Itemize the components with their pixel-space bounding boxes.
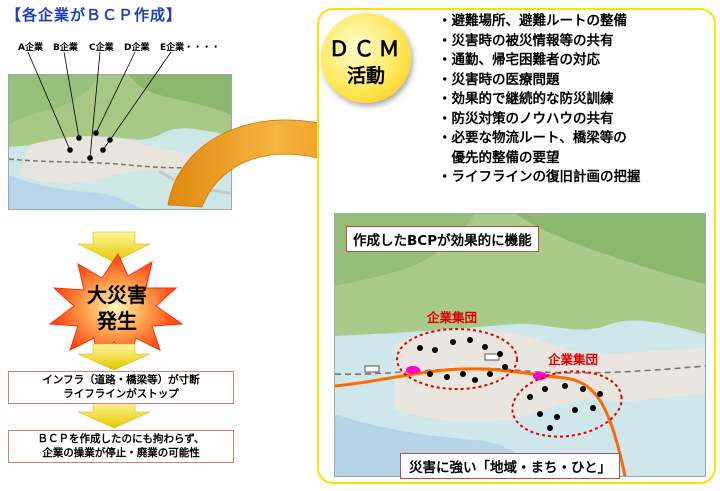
- junction-node: [533, 372, 547, 380]
- company-cluster-2: [511, 370, 623, 438]
- bottom-caption: 災害に強い「地域・まち・ひと」: [400, 453, 621, 479]
- infrastructure-damage-line2: ライフラインがストップ: [63, 388, 179, 400]
- business-stop-line1: ＢＣＰを作成したのにも拘わらず、: [37, 433, 205, 445]
- company-label-e: E企業・・・・: [160, 43, 221, 53]
- dcm-activity-item: ・ライフラインの復旧計画の把握: [438, 169, 641, 185]
- dcm-activity-item: ・災害時の医療問題: [438, 71, 560, 88]
- dcm-activity-item: ・通勤、帰宅困難者の対応: [438, 52, 600, 68]
- company-dot: [107, 137, 113, 143]
- right-map-illustration: [335, 214, 705, 476]
- right-map: [334, 213, 706, 477]
- disaster-text-line1: 大災害: [87, 283, 147, 307]
- down-arrow-3: [77, 401, 151, 429]
- dcm-activity-item: 優先的整備の要望: [438, 149, 560, 166]
- business-stop-line2: 企業の操業が停止・廃業の可能性: [42, 447, 200, 459]
- business-stop-box: ＢＣＰを作成したのにも拘わらず、 企業の操業が停止・廃業の可能性: [8, 430, 234, 463]
- dcm-badge: [321, 13, 411, 103]
- dcm-badge-title: ＤＣＭ: [328, 37, 404, 61]
- company-dot: [67, 147, 73, 153]
- down-arrow-1: [77, 231, 151, 263]
- company-label-d: D企業: [124, 43, 150, 53]
- dcm-activity-item: ・効果的で継続的な防災訓練: [438, 91, 614, 107]
- explosion-burst: [48, 252, 184, 364]
- junction-node: [406, 366, 420, 374]
- dcm-activity-item: ・防災対策のノウハウの共有: [438, 110, 614, 127]
- down-arrow-2: [77, 343, 151, 371]
- company-leader-lines: [27, 51, 172, 161]
- company-label-a: A企業: [18, 43, 43, 53]
- dcm-activity-item: ・災害時の被災情報等の共有: [438, 32, 614, 49]
- left-map-illustration: [9, 75, 231, 209]
- company-label-b: B企業: [53, 43, 78, 53]
- left-title: 【各企業がＢＣＰ作成】: [6, 6, 183, 24]
- company-dot: [76, 135, 82, 141]
- disaster-text-line2: 発生: [97, 309, 137, 333]
- dcm-badge-subtitle: 活動: [346, 65, 385, 87]
- disaster-text: 大災害 発生: [58, 282, 176, 334]
- dcm-activity-item: ・必要な物流ルート、橋梁等の: [438, 130, 627, 146]
- map-caption: 作成したBCPが効果的に機能: [346, 226, 539, 252]
- left-map: [8, 74, 232, 210]
- dcm-activity-item: ・避難場所、避難ルートの整備: [438, 13, 627, 29]
- company-dot: [93, 130, 99, 136]
- company-cluster-1: [396, 328, 518, 390]
- company-label-c: C企業: [89, 43, 114, 53]
- dcm-activity-list: ・避難場所、避難ルートの整備 ・災害時の被災情報等の共有 ・通勤、帰宅困難者の対…: [438, 12, 641, 188]
- infrastructure-damage-line1: インフラ（道路・橋梁等）が寸断: [42, 374, 200, 386]
- company-group-label-1: 企業集団: [427, 310, 478, 325]
- infrastructure-damage-box: インフラ（道路・橋梁等）が寸断 ライフラインがストップ: [8, 371, 234, 404]
- company-dot: [87, 155, 93, 161]
- company-dot: [100, 147, 106, 153]
- company-group-label-2: 企業集団: [548, 352, 599, 367]
